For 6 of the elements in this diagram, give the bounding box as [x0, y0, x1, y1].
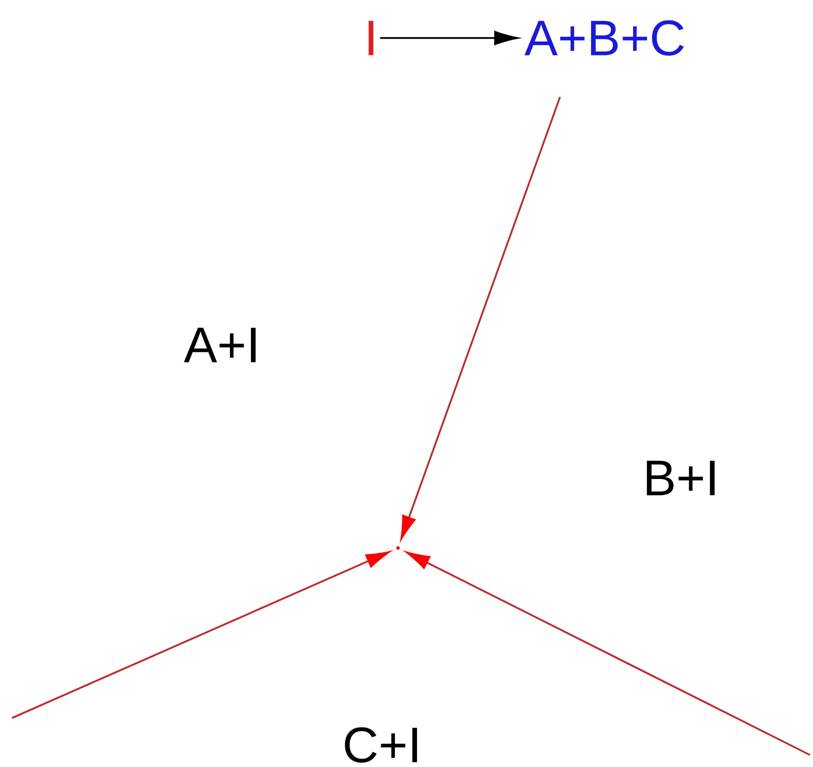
node-label: I [368, 20, 374, 56]
invariant-point [396, 546, 400, 550]
region-label: A+I [184, 328, 256, 362]
region-label: C+I [344, 727, 417, 763]
node-label: A+B+C [524, 20, 684, 56]
region-label: B+I [646, 460, 715, 496]
